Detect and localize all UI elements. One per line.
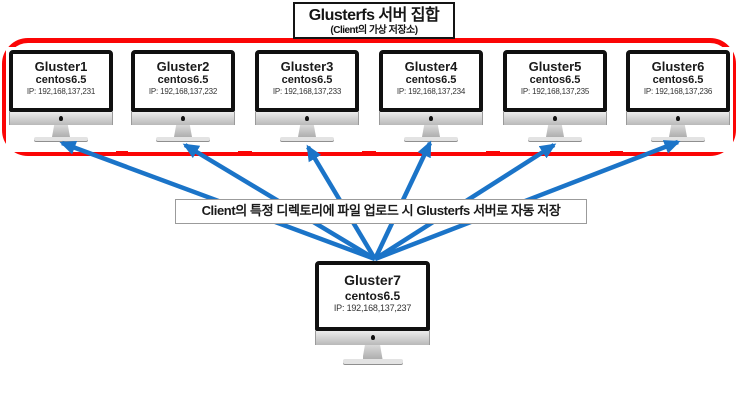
server-screen: Gluster5 centos6.5 IP: 192,168,137,235 (503, 50, 607, 112)
client-name: Gluster7 (344, 272, 401, 288)
server-name: Gluster5 (528, 59, 582, 74)
imac-stand (422, 125, 440, 137)
server-computer-gluster1: Gluster1 centos6.5 IP: 192,168,137,231 (6, 47, 116, 152)
imac-chin (255, 112, 359, 125)
imac-chin (503, 112, 607, 125)
client-ip: IP: 192,168,137,237 (333, 303, 412, 313)
client-screen: Gluster7 centos6.5 IP: 192,168,137,237 (315, 261, 430, 331)
apple-logo-icon (59, 116, 63, 121)
server-os: centos6.5 (529, 74, 581, 86)
apple-logo-icon (553, 116, 557, 121)
server-screen: Gluster2 centos6.5 IP: 192,168,137,232 (131, 50, 235, 112)
server-ip: IP: 192,168,137,233 (272, 87, 342, 96)
server-ip: IP: 192,168,137,231 (26, 87, 96, 96)
imac-base (34, 137, 88, 141)
server-ip: IP: 192,168,137,235 (520, 87, 590, 96)
server-os: centos6.5 (652, 74, 704, 86)
server-name: Gluster1 (34, 59, 88, 74)
imac-base (280, 137, 334, 141)
imac-stand (362, 345, 383, 359)
server-os: centos6.5 (157, 74, 209, 86)
server-ip: IP: 192,168,137,232 (148, 87, 218, 96)
apple-logo-icon (370, 335, 375, 340)
client-computer-gluster7: Gluster7 centos6.5 IP: 192,168,137,237 (310, 258, 435, 368)
server-os: centos6.5 (405, 74, 457, 86)
apple-logo-icon (429, 116, 433, 121)
imac-base (156, 137, 210, 141)
imac-chin (131, 112, 235, 125)
server-computer-gluster4: Gluster4 centos6.5 IP: 192,168,137,234 (376, 47, 486, 152)
server-name: Gluster4 (404, 59, 458, 74)
server-computer-gluster6: Gluster6 centos6.5 IP: 192,168,137,236 (623, 47, 733, 152)
server-ip: IP: 192,168,137,236 (643, 87, 713, 96)
imac-stand (52, 125, 70, 137)
server-screen: Gluster1 centos6.5 IP: 192,168,137,231 (9, 50, 113, 112)
server-computer-gluster5: Gluster5 centos6.5 IP: 192,168,137,235 (500, 47, 610, 152)
cluster-title-box: Glusterfs 서버 집합 (Client의 가상 저장소) (293, 2, 455, 39)
imac-chin (379, 112, 483, 125)
client-os: centos6.5 (344, 289, 401, 303)
apple-logo-icon (181, 116, 185, 121)
imac-chin (9, 112, 113, 125)
imac-base (528, 137, 582, 141)
cluster-subtitle: (Client의 가상 저장소) (330, 25, 418, 36)
cluster-title: Glusterfs 서버 집합 (308, 7, 440, 24)
server-ip: IP: 192,168,137,234 (396, 87, 466, 96)
imac-stand (174, 125, 192, 137)
server-screen: Gluster4 centos6.5 IP: 192,168,137,234 (379, 50, 483, 112)
imac-base (404, 137, 458, 141)
server-screen: Gluster6 centos6.5 IP: 192,168,137,236 (626, 50, 730, 112)
server-screen: Gluster3 centos6.5 IP: 192,168,137,233 (255, 50, 359, 112)
apple-logo-icon (676, 116, 680, 121)
imac-stand (669, 125, 687, 137)
imac-base (342, 359, 403, 364)
server-os: centos6.5 (35, 74, 87, 86)
imac-base (651, 137, 705, 141)
upload-description-label: Client의 특정 디렉토리에 파일 업로드 시 Glusterfs 서버로 … (175, 199, 587, 224)
imac-stand (546, 125, 564, 137)
server-name: Gluster6 (651, 59, 705, 74)
server-name: Gluster2 (156, 59, 210, 74)
server-name: Gluster3 (280, 59, 334, 74)
server-computer-gluster3: Gluster3 centos6.5 IP: 192,168,137,233 (252, 47, 362, 152)
imac-chin (315, 331, 430, 345)
imac-chin (626, 112, 730, 125)
server-os: centos6.5 (281, 74, 333, 86)
server-computer-gluster2: Gluster2 centos6.5 IP: 192,168,137,232 (128, 47, 238, 152)
imac-stand (298, 125, 316, 137)
apple-logo-icon (305, 116, 309, 121)
